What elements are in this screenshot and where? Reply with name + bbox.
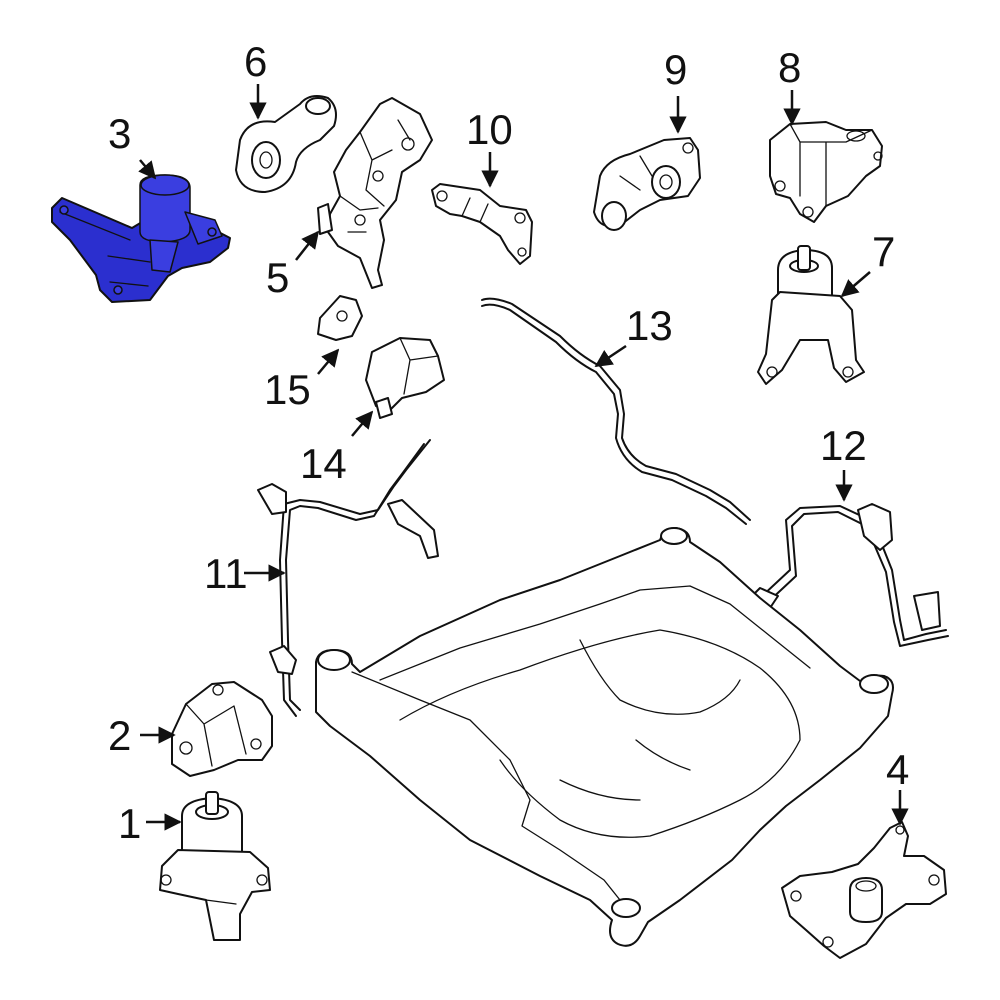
callout-2: 2 <box>108 712 131 759</box>
leader-arrows <box>138 84 909 831</box>
part-2-bracket[interactable] <box>171 681 273 777</box>
callout-6: 6 <box>244 38 267 85</box>
callout-8: 8 <box>778 44 801 91</box>
callout-13: 13 <box>626 302 673 349</box>
callout-15: 15 <box>264 366 311 413</box>
part-4-mount-bracket[interactable] <box>781 821 947 959</box>
callout-5: 5 <box>266 254 289 301</box>
part-9-mount[interactable] <box>593 137 701 231</box>
callout-3: 3 <box>108 110 131 157</box>
part-13-hose[interactable] <box>481 297 751 525</box>
part-10-bracket[interactable] <box>431 183 533 265</box>
callout-labels: 3 6 5 10 9 8 7 15 14 13 11 12 2 1 4 <box>108 38 909 847</box>
part-1-engine-mount[interactable] <box>159 791 271 941</box>
part-11-tube[interactable] <box>257 439 439 717</box>
part-3-engine-mount-highlighted[interactable] <box>51 174 231 303</box>
callout-10: 10 <box>466 106 513 153</box>
part-6-torque-rod[interactable] <box>235 95 337 193</box>
part-15-clip[interactable] <box>317 295 363 341</box>
callout-11: 11 <box>204 550 248 597</box>
part-14-valve[interactable] <box>365 337 445 419</box>
callout-14: 14 <box>300 440 347 487</box>
subframe[interactable] <box>315 527 894 947</box>
callout-7: 7 <box>872 228 895 275</box>
callout-12: 12 <box>820 422 867 469</box>
part-7-engine-mount[interactable] <box>757 245 865 385</box>
part-5-mount-bracket[interactable] <box>317 97 433 289</box>
callout-1: 1 <box>118 800 141 847</box>
part-8-mount[interactable] <box>769 121 883 223</box>
callout-9: 9 <box>664 46 687 93</box>
callout-4: 4 <box>886 746 909 793</box>
